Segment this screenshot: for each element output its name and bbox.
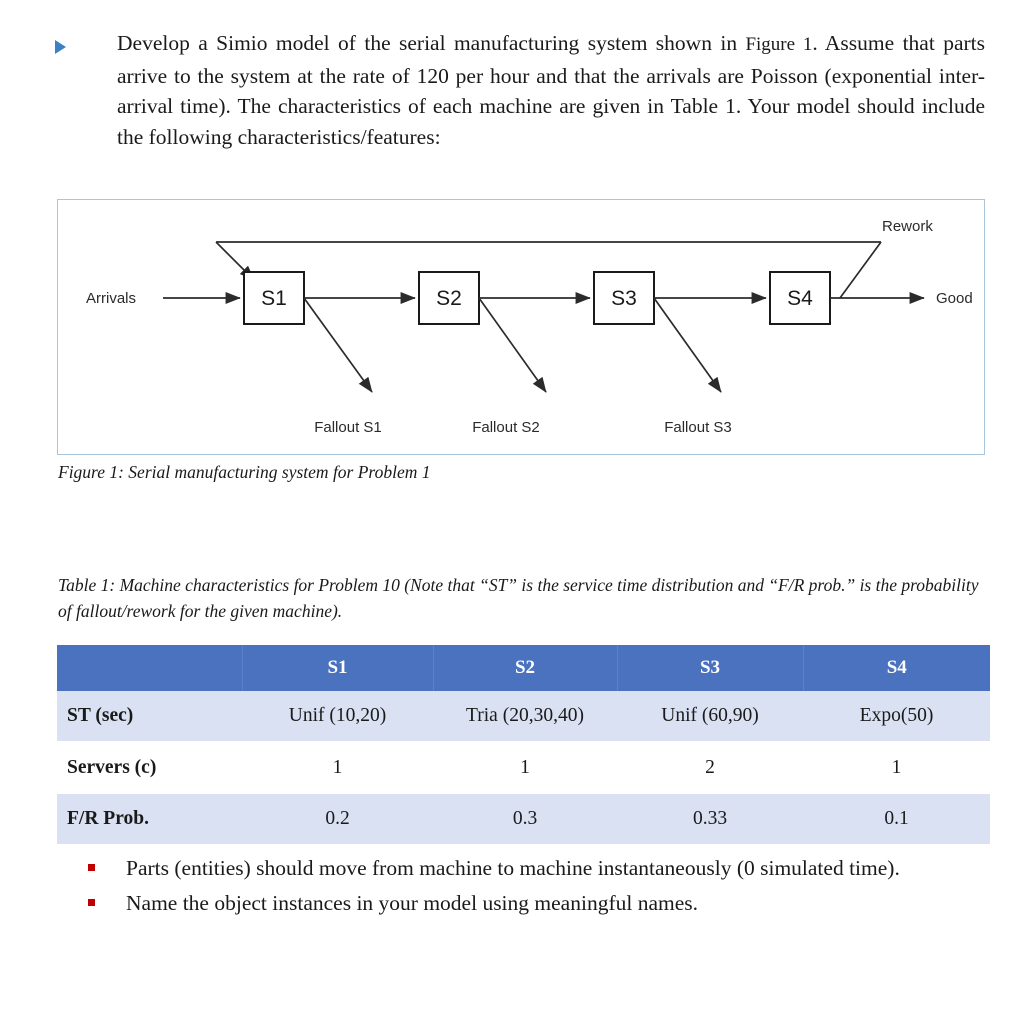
table-row: F/R Prob. 0.2 0.3 0.33 0.1 <box>57 793 990 844</box>
fallout-arrow-s2 <box>478 297 547 393</box>
machine-label-s2: S2 <box>436 287 462 310</box>
square-bullet-icon <box>88 899 95 906</box>
requirement-text-1: Parts (entities) should move from machin… <box>126 856 900 880</box>
row-label-fr-prob: F/R Prob. <box>57 793 242 844</box>
table-row: Servers (c) 1 1 2 1 <box>57 742 990 794</box>
label-rework: Rework <box>882 218 933 235</box>
machine-label-s3: S3 <box>611 287 637 310</box>
table-header-s3: S3 <box>617 645 804 691</box>
label-good: Good <box>936 290 973 307</box>
machine-label-s1: S1 <box>261 287 287 310</box>
cell-st-s4: Expo(50) <box>803 691 990 743</box>
fallout-arrow-s3 <box>653 297 722 393</box>
intro-text-part1: Develop a Simio model of the serial manu… <box>117 31 746 55</box>
cell-fr-s1: 0.2 <box>242 793 433 844</box>
cell-fr-s2: 0.3 <box>433 793 617 844</box>
machine-box-s1: S1 <box>243 271 305 325</box>
table-header-s1: S1 <box>242 645 434 691</box>
label-fallout-s2: Fallout S2 <box>472 419 540 436</box>
requirements-bullet-list: Parts (entities) should move from machin… <box>88 853 988 923</box>
table-header-row: S1 S2 S3 S4 <box>57 645 990 691</box>
table-header-corner <box>57 645 243 691</box>
label-arrivals: Arrivals <box>86 290 136 307</box>
cell-st-s3: Unif (60,90) <box>617 691 803 743</box>
machine-characteristics-table: S1 S2 S3 S4 ST (sec) Unif (10,20) Tria (… <box>57 645 990 844</box>
figure-reference: Figure 1 <box>745 34 813 55</box>
cell-servers-s4: 1 <box>803 742 990 794</box>
list-item: Parts (entities) should move from machin… <box>88 853 988 884</box>
serial-manufacturing-diagram: S1 S2 S3 S4 <box>86 218 973 436</box>
cell-servers-s3: 2 <box>617 742 803 794</box>
triangle-bullet-icon <box>55 40 66 54</box>
intro-paragraph-block: Develop a Simio model of the serial manu… <box>55 28 985 152</box>
label-fallout-s3: Fallout S3 <box>664 419 732 436</box>
table-header-s2: S2 <box>433 645 618 691</box>
cell-st-s2: Tria (20,30,40) <box>433 691 617 743</box>
requirement-text-2: Name the object instances in your model … <box>126 891 698 915</box>
list-item: Name the object instances in your model … <box>88 888 988 919</box>
figure-container: S1 S2 S3 S4 <box>57 199 985 455</box>
machine-label-s4: S4 <box>787 287 813 310</box>
machine-box-s2: S2 <box>418 271 480 325</box>
figure-caption: Figure 1: Serial manufacturing system fo… <box>58 462 431 482</box>
table-caption: Table 1: Machine characteristics for Pro… <box>58 575 979 621</box>
fallout-arrow-s1 <box>303 297 373 393</box>
row-label-st: ST (sec) <box>57 691 242 743</box>
cell-fr-s4: 0.1 <box>803 793 990 844</box>
intro-text-part2: . Assume that parts arrive to the system… <box>117 31 985 149</box>
intro-paragraph-text: Develop a Simio model of the serial manu… <box>117 28 985 152</box>
machine-box-s3: S3 <box>593 271 655 325</box>
table-header-s4: S4 <box>803 645 990 691</box>
machine-box-s4: S4 <box>769 271 831 325</box>
square-bullet-icon <box>88 864 95 871</box>
cell-servers-s1: 1 <box>242 742 433 794</box>
cell-fr-s3: 0.33 <box>617 793 803 844</box>
cell-servers-s2: 1 <box>433 742 617 794</box>
row-label-servers: Servers (c) <box>57 742 242 794</box>
label-fallout-s1: Fallout S1 <box>314 419 382 436</box>
cell-st-s1: Unif (10,20) <box>242 691 433 743</box>
table-row: ST (sec) Unif (10,20) Tria (20,30,40) Un… <box>57 691 990 743</box>
